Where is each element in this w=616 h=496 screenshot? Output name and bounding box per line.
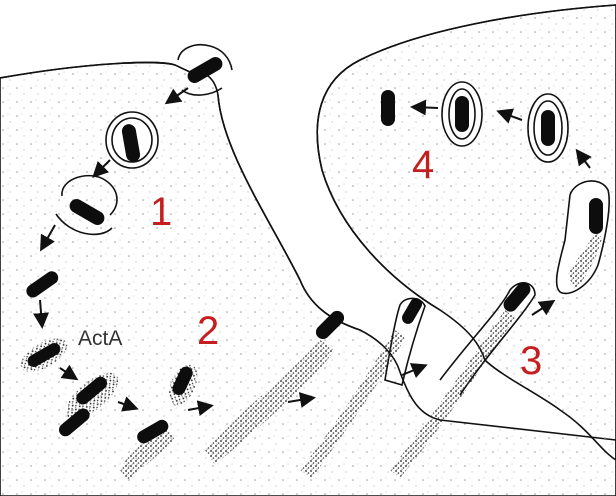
step-4-label: 4 <box>412 143 434 187</box>
step-1-label: 1 <box>150 190 172 234</box>
released-bacterium <box>381 90 395 126</box>
secondary-vacuole-3 <box>442 82 482 146</box>
step-2-label: 2 <box>197 309 219 353</box>
vacuole-1 <box>106 112 158 168</box>
secondary-vacuole-2 <box>528 94 568 162</box>
acta-label: ActA <box>78 327 122 350</box>
step-3-label: 3 <box>520 339 542 383</box>
